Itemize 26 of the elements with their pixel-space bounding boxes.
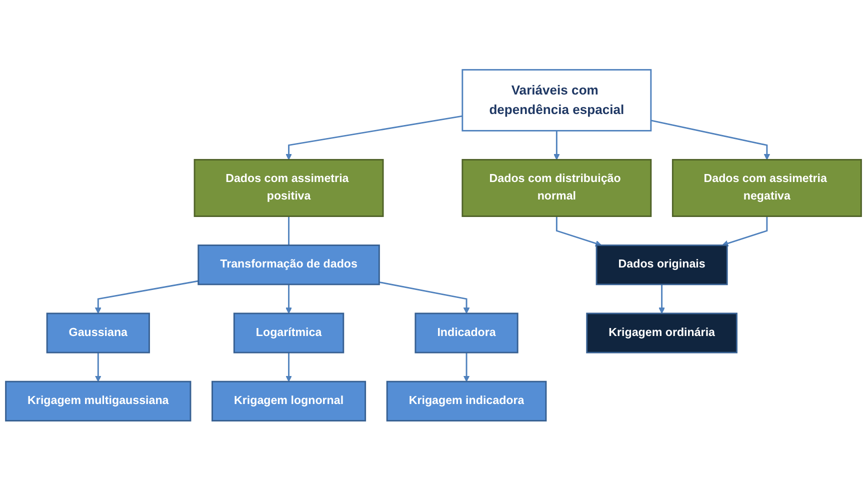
arrow [286, 284, 292, 314]
node-box: Dados originais [596, 244, 728, 286]
arrow [94, 280, 198, 314]
arrow [722, 216, 768, 247]
node-box: Transformação de dados [198, 244, 380, 286]
arrow [286, 352, 292, 382]
arrow [556, 216, 602, 247]
node-box: Dados com assimetria negativa [672, 159, 862, 218]
node-box: Logarítmica [233, 312, 344, 354]
node-box: Gaussiana [46, 312, 150, 354]
node-box: Krigagem multigaussiana [5, 381, 192, 422]
node-box: Krigagem ordinária [586, 312, 738, 354]
node-box: Dados com assimetria positiva [194, 159, 384, 218]
arrow [658, 284, 665, 314]
node-box: Krigagem indicadora [386, 381, 547, 422]
arrow [553, 130, 560, 160]
node-box: Krigagem lognornal [212, 381, 366, 422]
arrow [650, 120, 770, 160]
connector [288, 216, 290, 246]
arrow [463, 352, 470, 382]
arrow [94, 352, 102, 382]
node-box: Indicadora [414, 312, 518, 354]
node-box: Variáveis com dependência espacial [462, 69, 652, 132]
node-box: Dados com distribuição normal [462, 159, 652, 218]
arrow [379, 282, 470, 314]
arrow [286, 116, 463, 160]
